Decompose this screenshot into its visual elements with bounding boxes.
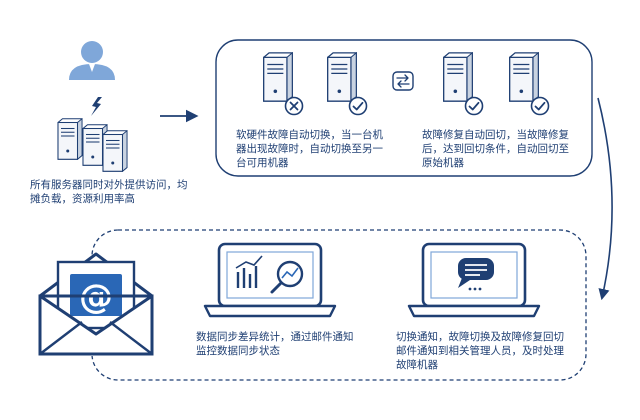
failover-panel (215, 39, 593, 177)
lightning-icon (91, 97, 102, 116)
notification-panel (91, 229, 587, 381)
laptop-chart-icon (203, 242, 337, 318)
notify-caption: 切换通知，故障切换及故障修复回切邮件通知到相关管理人员，及时处理故障机器 (396, 331, 564, 371)
mail-icon: @ (38, 252, 154, 356)
failback-caption: 故障修复自动回切，当故障修复后，达到回切条件，自动回切至原始机器 (422, 129, 569, 169)
swap-icon (392, 71, 414, 91)
laptop-chat-icon (407, 242, 541, 318)
person-icon (69, 41, 115, 80)
servers-caption: 所有服务器同时对外提供访问，均摊负载，资源利用率高 (30, 179, 188, 205)
arrow-to-notify (597, 97, 613, 301)
failover-caption: 软硬件故障自动切换，当一台机器出现故障时，自动切换至另一台可用机器 (236, 129, 383, 169)
sync-caption: 数据同步差异统计，通过邮件通知监控数据同步状态 (196, 331, 354, 357)
server-cluster-icon (57, 118, 128, 172)
